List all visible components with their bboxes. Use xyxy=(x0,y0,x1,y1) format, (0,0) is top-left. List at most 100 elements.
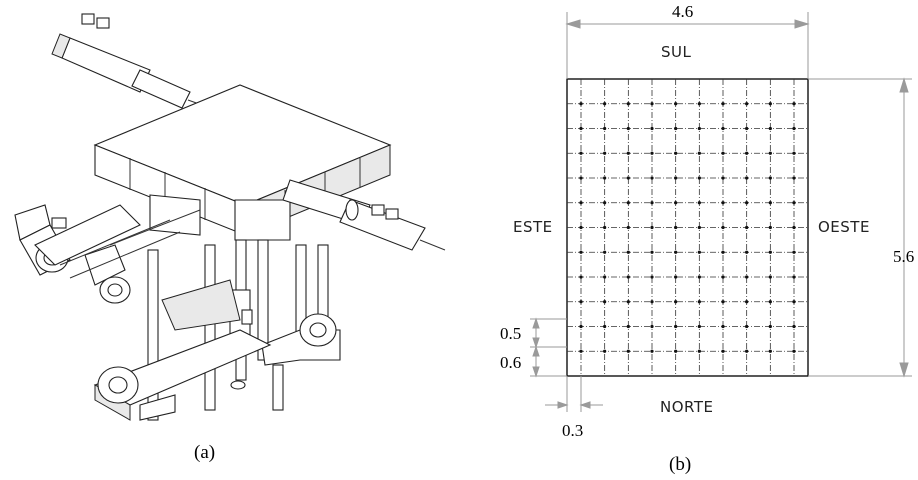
grid-node xyxy=(721,324,725,329)
grid-node xyxy=(697,250,701,254)
grid-node xyxy=(792,324,796,329)
grid-node xyxy=(674,102,678,106)
grid-node xyxy=(650,176,654,180)
grid-node xyxy=(626,225,630,230)
grid-node xyxy=(697,151,701,155)
grid-node xyxy=(603,126,607,131)
grid-node xyxy=(745,324,749,329)
grid-node xyxy=(768,250,772,254)
grid-node xyxy=(745,225,749,230)
grid-node xyxy=(745,349,749,353)
width-label: 4.6 xyxy=(672,2,693,21)
grid-node xyxy=(603,151,607,155)
west-label: OESTE xyxy=(818,218,870,236)
grid-node xyxy=(650,126,654,131)
grid-node xyxy=(626,201,630,205)
base xyxy=(93,329,272,421)
columns xyxy=(147,239,329,421)
grid-node xyxy=(745,275,749,279)
grid-node xyxy=(579,201,583,205)
grid-node xyxy=(579,102,583,106)
grid-node xyxy=(721,300,725,304)
grid-node xyxy=(579,275,583,279)
grid-node xyxy=(650,349,654,353)
grid-node xyxy=(674,126,678,131)
grid-node xyxy=(792,151,796,155)
grid-node xyxy=(792,102,796,106)
grid-node xyxy=(674,176,678,180)
grid-node xyxy=(650,102,654,106)
grid-node xyxy=(626,275,630,279)
grid-node xyxy=(792,349,796,353)
grid-node xyxy=(650,225,654,230)
grid-node xyxy=(768,275,772,279)
grid-node xyxy=(603,250,607,254)
grid-node xyxy=(674,300,678,304)
grid-node xyxy=(650,250,654,254)
north-label: NORTE xyxy=(660,398,714,416)
grid-node xyxy=(721,225,725,230)
plan-view: 4.6 5.6 0.5 0.6 xyxy=(500,2,914,475)
grid-node xyxy=(626,324,630,329)
grid-node xyxy=(745,176,749,180)
grid-node xyxy=(603,102,607,106)
grid-node xyxy=(603,225,607,230)
grid-node xyxy=(697,324,701,329)
grid-node xyxy=(745,300,749,304)
grid-node xyxy=(745,126,749,131)
height-label: 5.6 xyxy=(893,247,914,266)
grid-node xyxy=(721,201,725,205)
edge-dimension xyxy=(545,376,603,412)
grid-node xyxy=(768,349,772,353)
grid-node xyxy=(745,102,749,106)
grid-node xyxy=(650,201,654,205)
grid-nodes xyxy=(579,102,796,353)
main-block xyxy=(93,84,392,241)
height-dimension xyxy=(808,77,912,378)
grid-node xyxy=(603,201,607,205)
grid-node xyxy=(792,300,796,304)
grid-node xyxy=(768,300,772,304)
grid-node xyxy=(697,176,701,180)
grid-node xyxy=(697,300,701,304)
grid-node xyxy=(674,250,678,254)
grid-node xyxy=(603,349,607,353)
east-label: ESTE xyxy=(513,218,553,236)
grid-node xyxy=(626,300,630,304)
left-fixture xyxy=(14,204,201,304)
grid-node xyxy=(579,225,583,230)
grid-node xyxy=(768,201,772,205)
grid-node xyxy=(626,349,630,353)
grid-node xyxy=(792,126,796,131)
grid-node xyxy=(579,151,583,155)
grid-node xyxy=(579,349,583,353)
grid-node xyxy=(697,126,701,131)
grid-node xyxy=(674,349,678,353)
grid-node xyxy=(792,176,796,180)
grid-node xyxy=(603,324,607,329)
grid-node xyxy=(603,176,607,180)
width-dimension xyxy=(565,12,810,79)
grid-node xyxy=(745,250,749,254)
row-b-label: 0.6 xyxy=(500,353,521,372)
grid-node xyxy=(626,102,630,106)
grid-node xyxy=(674,151,678,155)
grid-node xyxy=(674,201,678,205)
grid-node xyxy=(650,324,654,329)
grid-node xyxy=(697,349,701,353)
grid-node xyxy=(768,324,772,329)
grid-node xyxy=(768,176,772,180)
grid-node xyxy=(721,275,725,279)
grid-node xyxy=(579,250,583,254)
lower-right-fixture xyxy=(261,313,341,366)
right-cylinder xyxy=(282,179,446,251)
grid-node xyxy=(603,275,607,279)
grid-node xyxy=(792,225,796,230)
grid-node xyxy=(579,324,583,329)
grid-node xyxy=(579,126,583,131)
row-dimensions xyxy=(530,317,567,378)
grid-node xyxy=(674,324,678,329)
grid-node xyxy=(650,300,654,304)
grid-node xyxy=(650,151,654,155)
